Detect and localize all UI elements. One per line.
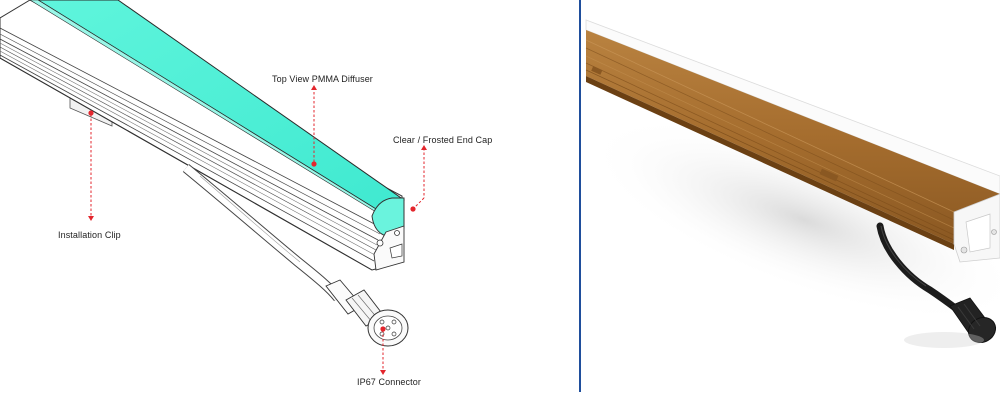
callout-lines <box>90 90 425 370</box>
diffuser-callout-label: Top View PMMA Diffuser <box>272 74 373 84</box>
white-diffuser-top <box>585 19 1000 195</box>
installation-clip-callout-label: Installation Clip <box>58 230 121 240</box>
led-profile-drawing <box>0 0 427 375</box>
end-cap-callout-dot <box>410 206 416 212</box>
mount-clip <box>819 168 839 182</box>
product-photo-panel <box>584 0 1000 410</box>
soft-shadow <box>586 117 1000 323</box>
end-cap-callout-label: Clear / Frosted End Cap <box>393 135 493 145</box>
black-cable <box>876 222 962 314</box>
wood-grain-housing <box>585 30 1000 250</box>
end-cap-shape <box>371 197 405 271</box>
connector-callout-dot <box>380 326 386 332</box>
ip67-connector-shape <box>325 279 409 347</box>
callout-dots <box>88 110 416 332</box>
technical-drawing-panel: Top View PMMA Diffuser Clear / Frosted E… <box>0 0 493 387</box>
black-connector <box>904 297 997 348</box>
clip-callout-dot <box>88 110 94 116</box>
wood-profile-render <box>585 19 1000 348</box>
panel-divider <box>579 0 581 392</box>
white-end-cap <box>953 193 1000 263</box>
callout-arrowheads <box>88 85 427 375</box>
diffuser-callout-dot <box>311 161 317 167</box>
connector-callout-label: IP67 Connector <box>357 377 421 387</box>
